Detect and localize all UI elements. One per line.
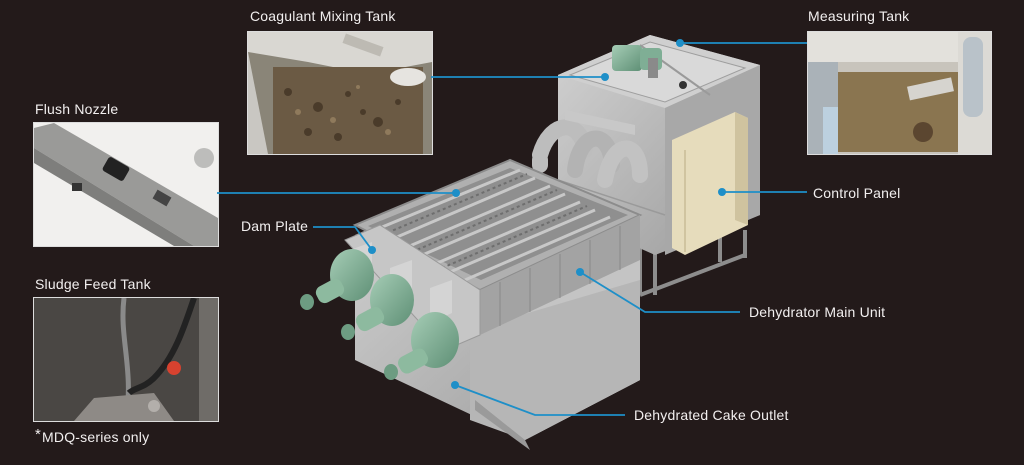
label-coagulant-mixing-tank: Coagulant Mixing Tank [250,8,396,24]
label-dehydrated-cake-outlet: Dehydrated Cake Outlet [634,407,789,423]
leader-lines [217,42,807,416]
mixer-motor [612,45,687,89]
leader-dots [368,39,726,389]
footnote-mdq-series: *MDQ-series only [35,426,149,445]
footnote-text: MDQ-series only [42,429,150,445]
leader-main [579,271,740,313]
label-dehydrator-main-unit: Dehydrator Main Unit [749,304,886,320]
dehydrator-body [352,158,643,450]
measuring-tank-photo [807,31,992,155]
label-control-panel: Control Panel [813,185,901,201]
label-flush-nozzle: Flush Nozzle [35,101,119,117]
label-sludge-feed-tank: Sludge Feed Tank [35,276,151,292]
label-measuring-tank: Measuring Tank [808,8,910,24]
sludge-feed-tank-photo [33,297,219,422]
connection-pipes [532,119,648,188]
coagulant-mixing-tank-photo [247,31,433,155]
screw-drive-motors [300,249,459,380]
label-dam-plate: Dam Plate [241,218,309,234]
flush-nozzle-photo [33,122,219,247]
footnote-star: * [35,426,42,443]
leader-outlet [454,384,625,416]
leader-dam [313,226,373,251]
control-panel-box [672,112,748,255]
